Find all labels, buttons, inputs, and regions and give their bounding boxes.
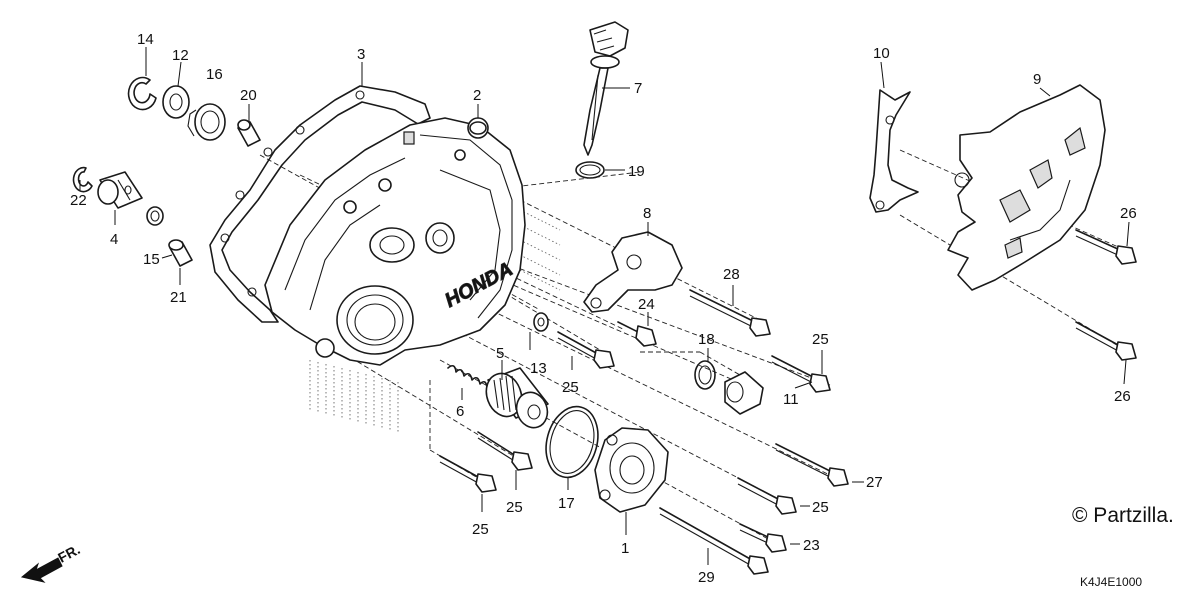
sprocket-cover-9 (947, 84, 1106, 291)
callout-14: 14 (137, 31, 154, 48)
callout-2: 2 (473, 87, 481, 104)
diagram-code: K4J4E1000 (1080, 575, 1142, 589)
spring-6 (447, 364, 488, 389)
callout-26-a: 26 (1120, 205, 1137, 222)
callout-25-b: 25 (812, 331, 829, 348)
bracket-8 (583, 231, 683, 313)
bolt-25-right (737, 477, 797, 515)
bolt-29 (659, 507, 769, 575)
callout-22: 22 (70, 192, 87, 209)
callout-11: 11 (783, 391, 799, 408)
circlip-22 (72, 166, 93, 193)
callout-21: 21 (170, 289, 187, 306)
callout-8: 8 (643, 205, 651, 222)
left-crankcase-cover: HONDA (264, 117, 526, 366)
leader-lines (79, 47, 1130, 565)
callout-23: 23 (803, 537, 820, 554)
callout-26-b: 26 (1114, 388, 1131, 405)
bolt-23 (739, 523, 787, 553)
gasket-10 (869, 89, 919, 213)
callout-18: 18 (698, 331, 715, 348)
circlip-14 (127, 76, 157, 111)
callout-25-d: 25 (506, 499, 523, 516)
bolt-25-upper (557, 331, 615, 369)
o-ring-19 (575, 161, 605, 179)
callout-16: 16 (206, 66, 223, 83)
callout-6: 6 (456, 403, 464, 420)
bolt-11 (771, 355, 831, 393)
bolt-25-lower-mid (477, 431, 533, 471)
callout-1: 1 (621, 540, 629, 557)
callout-5: 5 (496, 345, 504, 362)
sealing-washer-18 (694, 360, 716, 390)
hatch-shading (309, 209, 561, 432)
callout-28: 28 (723, 266, 740, 283)
collar-20 (237, 119, 261, 147)
plug (724, 371, 764, 415)
callout-17: 17 (558, 495, 575, 512)
bolt-27 (775, 443, 849, 487)
washer-13 (533, 312, 549, 332)
callout-13: 13 (530, 360, 547, 377)
callout-25-c: 25 (812, 499, 829, 516)
callout-20: 20 (240, 87, 257, 104)
dowel-pin-21 (168, 239, 193, 267)
callout-27: 27 (866, 474, 883, 491)
callout-3: 3 (357, 46, 365, 63)
bolt-26-lower (1075, 321, 1137, 361)
callout-25-a: 25 (562, 379, 579, 396)
oil-filter-5 (485, 367, 549, 429)
callout-19: 19 (628, 163, 645, 180)
bolt-26-upper (1075, 229, 1137, 265)
bolt-24 (617, 321, 657, 347)
callout-25-f: 25 (1188, 585, 1200, 600)
callout-25-e: 25 (472, 521, 489, 538)
callout-24: 24 (638, 296, 655, 313)
callout-29: 29 (698, 569, 715, 586)
shaft-4 (97, 171, 164, 226)
o-ring-17 (545, 405, 599, 479)
callout-4: 4 (110, 231, 118, 248)
washer-12 (162, 85, 190, 119)
callout-numbers: 14 12 16 20 3 2 7 19 8 10 9 22 4 15 21 5… (70, 31, 1200, 600)
oil-filter-cover-1 (594, 427, 669, 513)
callout-9: 9 (1033, 71, 1041, 88)
oil-dipstick-7 (583, 21, 629, 156)
callout-15: 15 (143, 251, 160, 268)
part-2 (469, 121, 487, 135)
gasket-3 (209, 85, 431, 323)
bolt-28 (689, 289, 771, 337)
copyright-text: © Partzilla. (1072, 504, 1174, 527)
bolt-25-lower-left (439, 455, 497, 493)
callout-10: 10 (873, 45, 890, 62)
front-direction-arrow: FR. (20, 541, 83, 583)
callout-12: 12 (172, 47, 189, 64)
oil-seal-16 (187, 103, 226, 141)
callout-7: 7 (634, 80, 642, 97)
bolts (439, 229, 1137, 575)
